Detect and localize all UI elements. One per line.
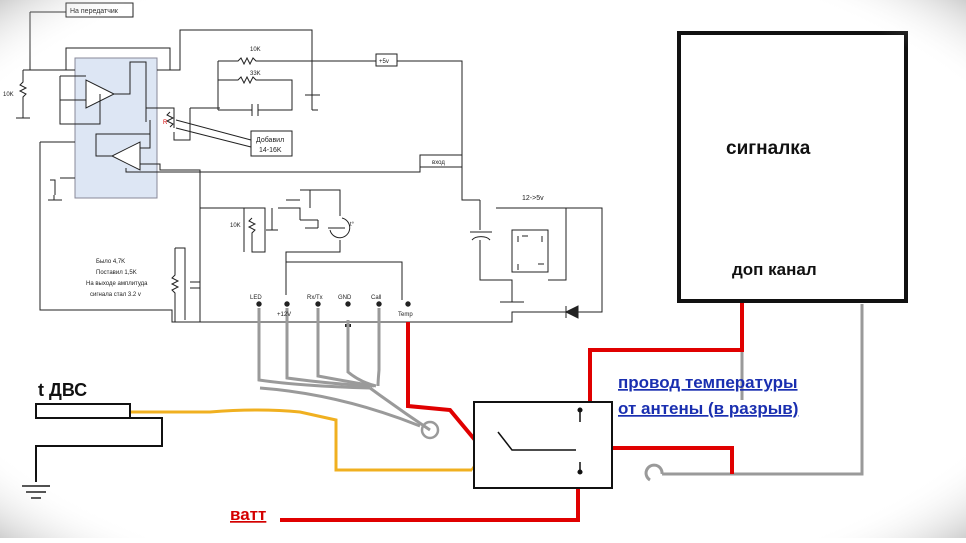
op-amp-chip <box>74 57 158 199</box>
note-line3: На выходе амплитуда <box>86 281 148 287</box>
pin-12v-label: +12V <box>277 312 291 318</box>
battery-label: ватт <box>230 505 266 524</box>
r-left-label: 10K <box>3 92 14 98</box>
pin-rxtx <box>315 301 321 307</box>
engine-temp-sensor <box>22 403 163 499</box>
temp-wire-line1: провод температуры <box>618 373 798 392</box>
alarm-title: сигналка <box>726 138 811 159</box>
added-line2: 14-16K <box>259 147 282 154</box>
pin-12v <box>284 301 290 307</box>
pin-led-label: LED <box>250 295 262 301</box>
pin-led <box>256 301 262 307</box>
t-mark: t° <box>350 222 355 228</box>
pin-temp <box>405 301 411 307</box>
alarm-aux-label: доп канал <box>732 260 817 279</box>
pin-call <box>376 301 382 307</box>
pin-rxtx-label: Rx/Tx <box>307 295 323 301</box>
relay <box>473 401 613 489</box>
regulator-label: 12->5v <box>522 195 544 202</box>
aux-grey-wire <box>644 304 864 482</box>
r-mid-label: 10K <box>230 223 241 229</box>
pin-gnd <box>345 301 351 307</box>
yellow-wires <box>130 408 500 472</box>
engine-sensor-label: t ДВС <box>38 380 87 400</box>
r-small-label: R <box>163 120 168 126</box>
pin-call-label: Call <box>371 295 381 301</box>
v5-label: +5v <box>379 59 389 65</box>
input-label: вход <box>432 160 445 166</box>
transmitter-label: На передатчик <box>70 8 119 15</box>
temp-wire-line2: от антены (в разрыв) <box>618 399 798 418</box>
added-line1: Добавил <box>256 136 284 144</box>
r-top2-label: 33K <box>250 71 261 77</box>
pin-gnd-label: GND <box>338 295 352 301</box>
note-line4: сигнала стал 3.2 v <box>90 292 141 298</box>
pin-temp-label: Temp <box>398 312 413 318</box>
note-line1: Было 4,7K <box>96 259 125 265</box>
r-top1-label: 10K <box>250 47 261 53</box>
voltage-regulator <box>511 229 549 273</box>
note-line2: Поставил 1,5K <box>96 270 137 276</box>
